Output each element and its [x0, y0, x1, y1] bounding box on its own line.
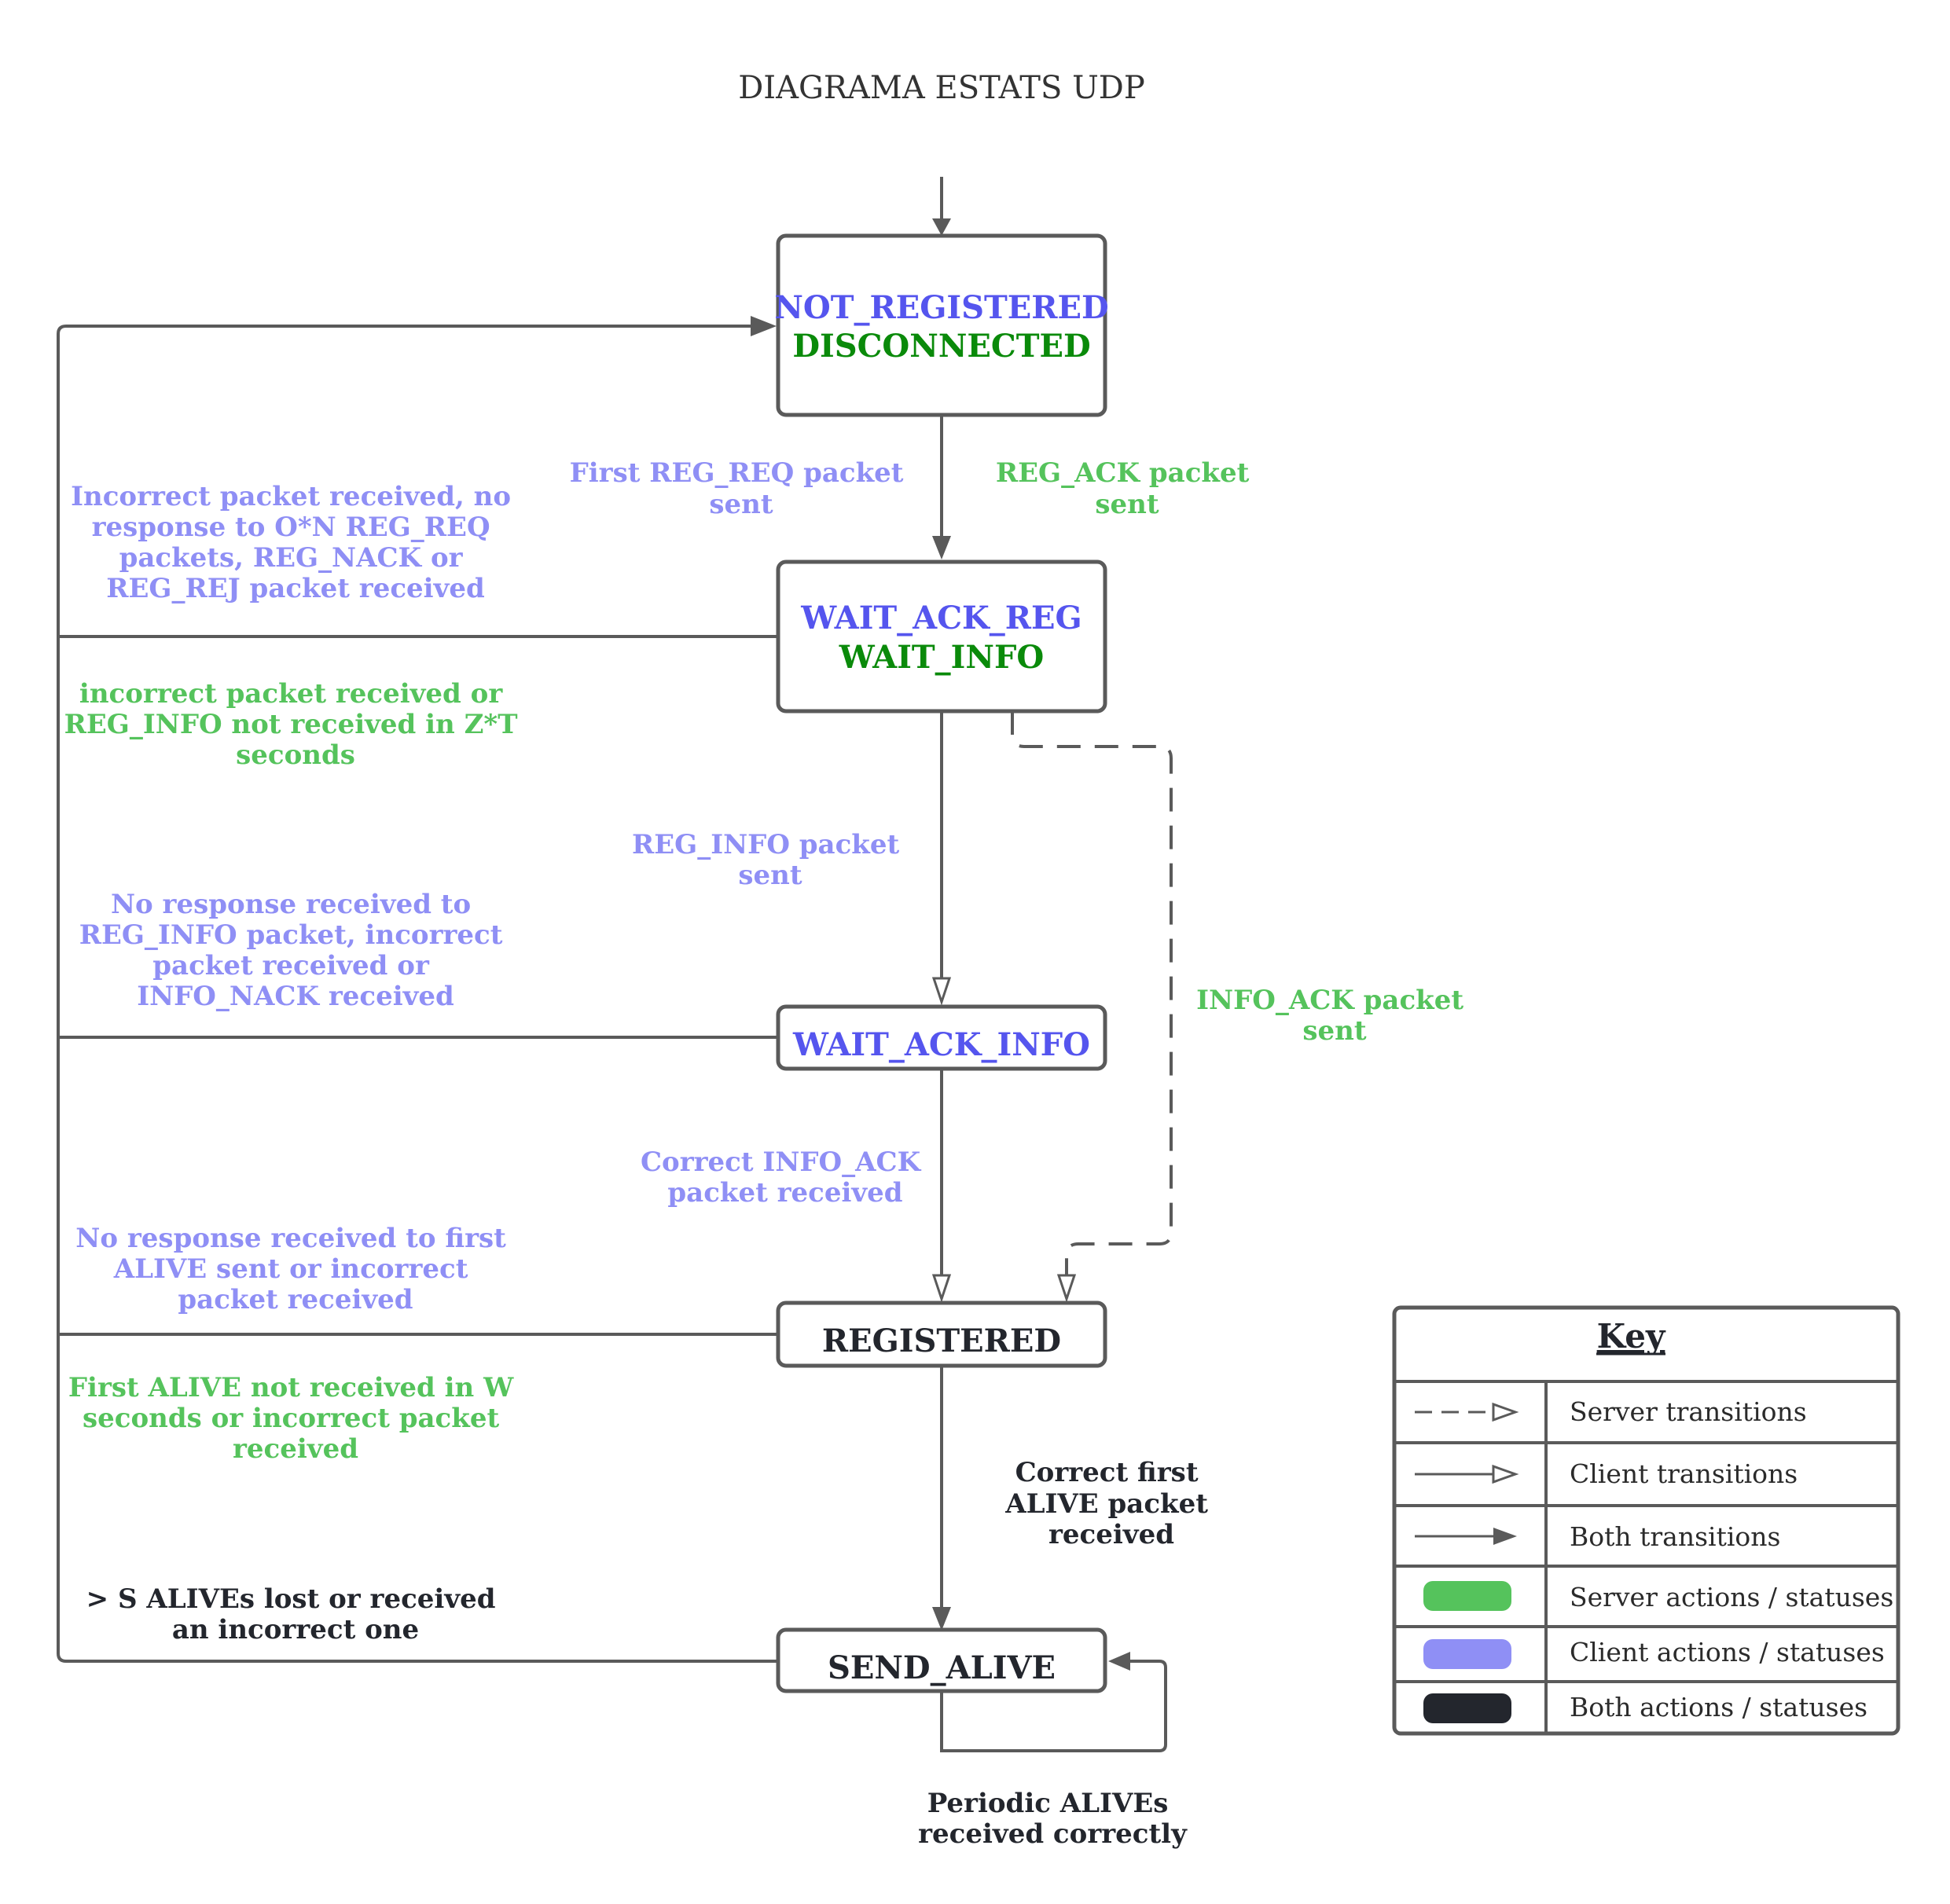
label-periodic-alives: Periodic ALIVEs received correctly — [918, 1788, 1188, 1850]
connectors — [57, 177, 1173, 1752]
legend: Key Server transitions Client transition… — [1392, 1305, 1900, 1736]
state-send-alive: SEND_ALIVE — [776, 1627, 1107, 1693]
both-swatch — [1423, 1693, 1511, 1723]
state-label-registered: REGISTERED — [822, 1323, 1061, 1359]
transition-server-info-ack — [1011, 711, 1173, 1277]
label-reg-ack-sent: REG_ACK packet sent — [996, 457, 1258, 520]
state-not-registered: NOT_REGISTERED DISCONNECTED — [774, 233, 1109, 417]
legend-label-client-actions: Client actions / statuses — [1570, 1637, 1885, 1667]
state-label-wait-ack-info: WAIT_ACK_INFO — [792, 1026, 1090, 1063]
legend-label-both-actions: Both actions / statuses — [1570, 1692, 1867, 1722]
state-label-wait-ack-reg: WAIT_ACK_REG — [800, 600, 1081, 637]
legend-title: Key — [1597, 1317, 1666, 1356]
label-incorrect-reg: Incorrect packet received, no response t… — [71, 481, 520, 604]
dashed-hollow-arrow-icon — [1415, 1402, 1519, 1422]
state-registered: REGISTERED — [776, 1301, 1107, 1368]
return-bus — [57, 325, 778, 1663]
state-label-disconnected: DISCONNECTED — [792, 328, 1090, 365]
server-swatch — [1423, 1581, 1511, 1611]
legend-label-client-transitions: Client transitions — [1570, 1458, 1798, 1489]
label-no-response-reg-info: No response received to REG_INFO packet,… — [79, 889, 512, 1012]
label-correct-info-ack: Correct INFO_ACK packet received — [641, 1146, 930, 1209]
state-label-wait-info: WAIT_INFO — [839, 639, 1044, 676]
label-no-response-alive: No response received to first ALIVE sent… — [75, 1223, 515, 1315]
client-swatch — [1423, 1639, 1511, 1669]
label-s-alives-lost: > S ALIVEs lost or received an incorrect… — [86, 1583, 505, 1645]
state-label-send-alive: SEND_ALIVE — [828, 1649, 1056, 1686]
state-label-not-registered: NOT_REGISTERED — [774, 289, 1108, 326]
label-info-ack-sent: INFO_ACK packet sent — [1196, 985, 1473, 1047]
label-first-reg-req: First REG_REQ packet sent — [570, 457, 913, 520]
legend-label-server-transitions: Server transitions — [1570, 1396, 1807, 1427]
solid-hollow-arrow-icon — [1415, 1464, 1519, 1484]
transition-periodic-alives — [940, 1660, 1167, 1752]
diagram-title: DIAGRAMA ESTATS UDP — [738, 70, 1145, 106]
label-correct-first-alive: Correct first ALIVE packet received — [1004, 1457, 1217, 1550]
label-incorrect-reg-info: incorrect packet received or REG_INFO no… — [64, 678, 527, 771]
state-wait-ack-info: WAIT_ACK_INFO — [776, 1004, 1107, 1071]
legend-label-server-actions: Server actions / statuses — [1570, 1582, 1893, 1612]
solid-filled-arrow-icon — [1415, 1528, 1517, 1545]
legend-label-both-transitions: Both transitions — [1570, 1521, 1780, 1552]
state-wait-ack-reg: WAIT_ACK_REG WAIT_INFO — [776, 559, 1107, 714]
entry-arrow-head — [932, 218, 951, 236]
label-first-alive-not-received: First ALIVE not received in W seconds or… — [68, 1372, 523, 1465]
label-reg-info-sent: REG_INFO packet sent — [632, 829, 909, 891]
